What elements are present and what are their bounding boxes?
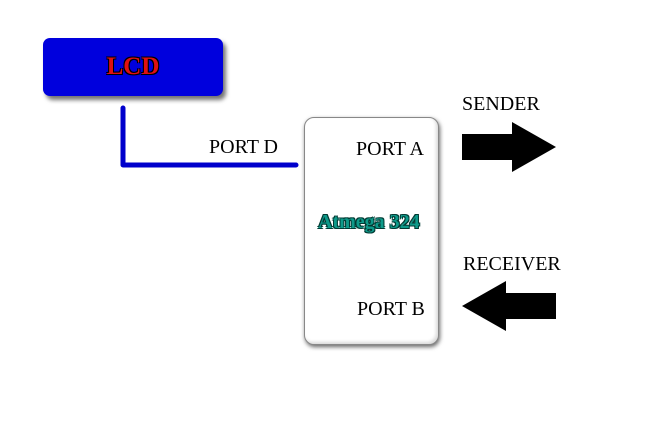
port-d-wire xyxy=(120,105,299,168)
receiver-label: RECEIVER xyxy=(463,253,561,275)
port-a-label: PORT A xyxy=(356,138,424,160)
sender-label: SENDER xyxy=(462,93,540,115)
lcd-block: LCD xyxy=(43,38,223,96)
receiver-arrow-icon xyxy=(462,281,556,331)
port-d-label: PORT D xyxy=(209,136,279,158)
port-b-label: PORT B xyxy=(357,298,425,320)
microcontroller-block xyxy=(304,117,439,345)
lcd-label: LCD xyxy=(106,53,160,80)
microcontroller-name: Atmega 324 xyxy=(318,211,420,233)
sender-arrow-icon xyxy=(462,122,556,172)
